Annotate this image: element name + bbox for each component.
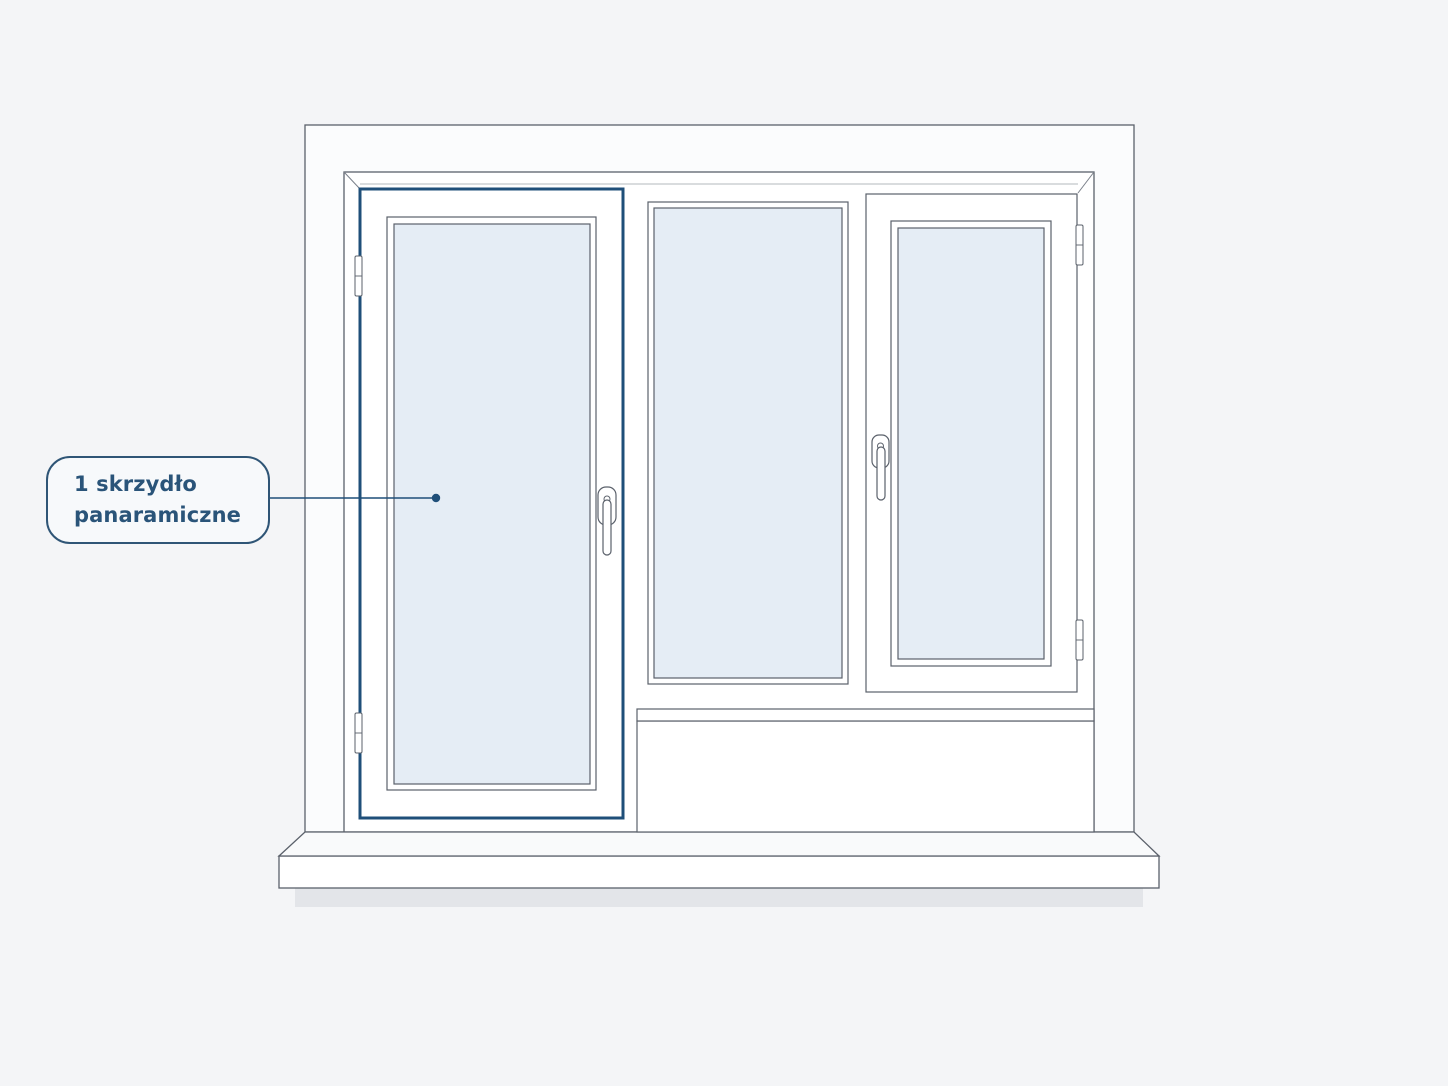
hinge-icon [354, 255, 363, 297]
left-glass [393, 223, 591, 785]
callout-label: 1 skrzydło panaramiczne [46, 456, 270, 544]
bottom-panel [636, 720, 1095, 833]
right-glass [897, 227, 1045, 660]
frame-bevel-right [1077, 171, 1095, 194]
callout-dot [431, 493, 441, 503]
window-sill [278, 855, 1160, 889]
sill-shadow [295, 888, 1143, 907]
middle-glass [653, 207, 843, 679]
sill-top [277, 831, 1161, 857]
window-handle-icon [597, 486, 617, 556]
hinge-icon [1075, 224, 1084, 266]
callout-line-2: panaramiczne [74, 503, 241, 527]
window-handle-icon [871, 434, 890, 501]
callout-line-1: 1 skrzydło [74, 472, 197, 496]
hinge-icon [354, 712, 363, 754]
bottom-panel-rail [636, 708, 1095, 722]
frame-bevel-left [343, 171, 361, 190]
hinge-icon [1075, 619, 1084, 661]
